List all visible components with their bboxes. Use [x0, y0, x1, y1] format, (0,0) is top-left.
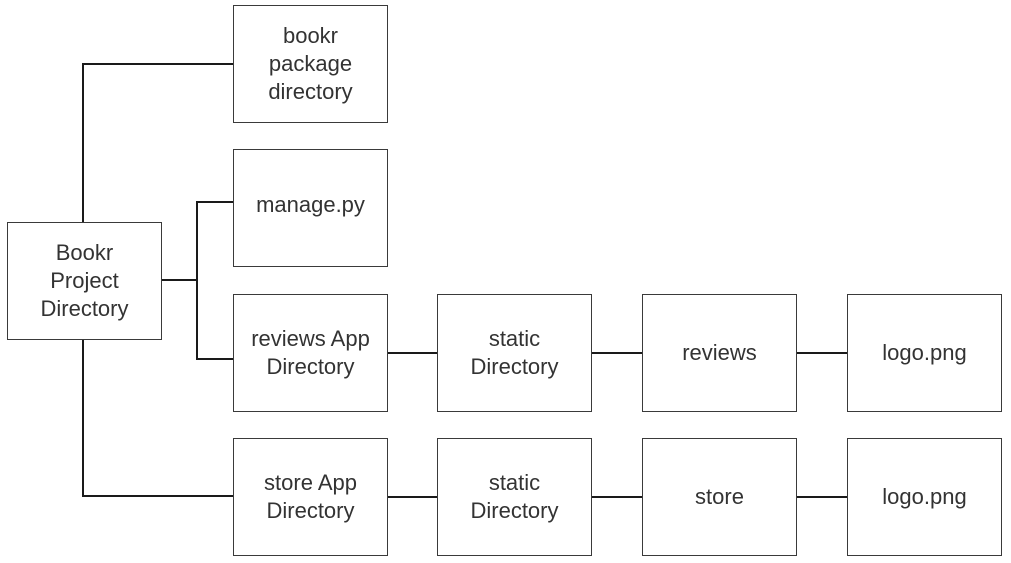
edge-trunk-to-manage-py [196, 201, 233, 280]
node-bookr-package-directory: bookr package directory [233, 5, 388, 123]
node-reviews-logo-png: logo.png [847, 294, 1002, 412]
node-reviews-folder: reviews [642, 294, 797, 412]
node-store-app-directory: store App Directory [233, 438, 388, 556]
node-manage-py: manage.py [233, 149, 388, 267]
node-reviews-app-directory: reviews App Directory [233, 294, 388, 412]
edge-root-to-bookr-package [82, 63, 233, 222]
node-bookr-project-directory: Bookr Project Directory [7, 222, 162, 340]
node-store-folder: store [642, 438, 797, 556]
node-store-logo-png: logo.png [847, 438, 1002, 556]
edge-root-to-store-app [82, 339, 233, 497]
edge-trunk-to-reviews-app [196, 280, 233, 360]
node-reviews-static-directory: static Directory [437, 294, 592, 412]
node-store-static-directory: static Directory [437, 438, 592, 556]
